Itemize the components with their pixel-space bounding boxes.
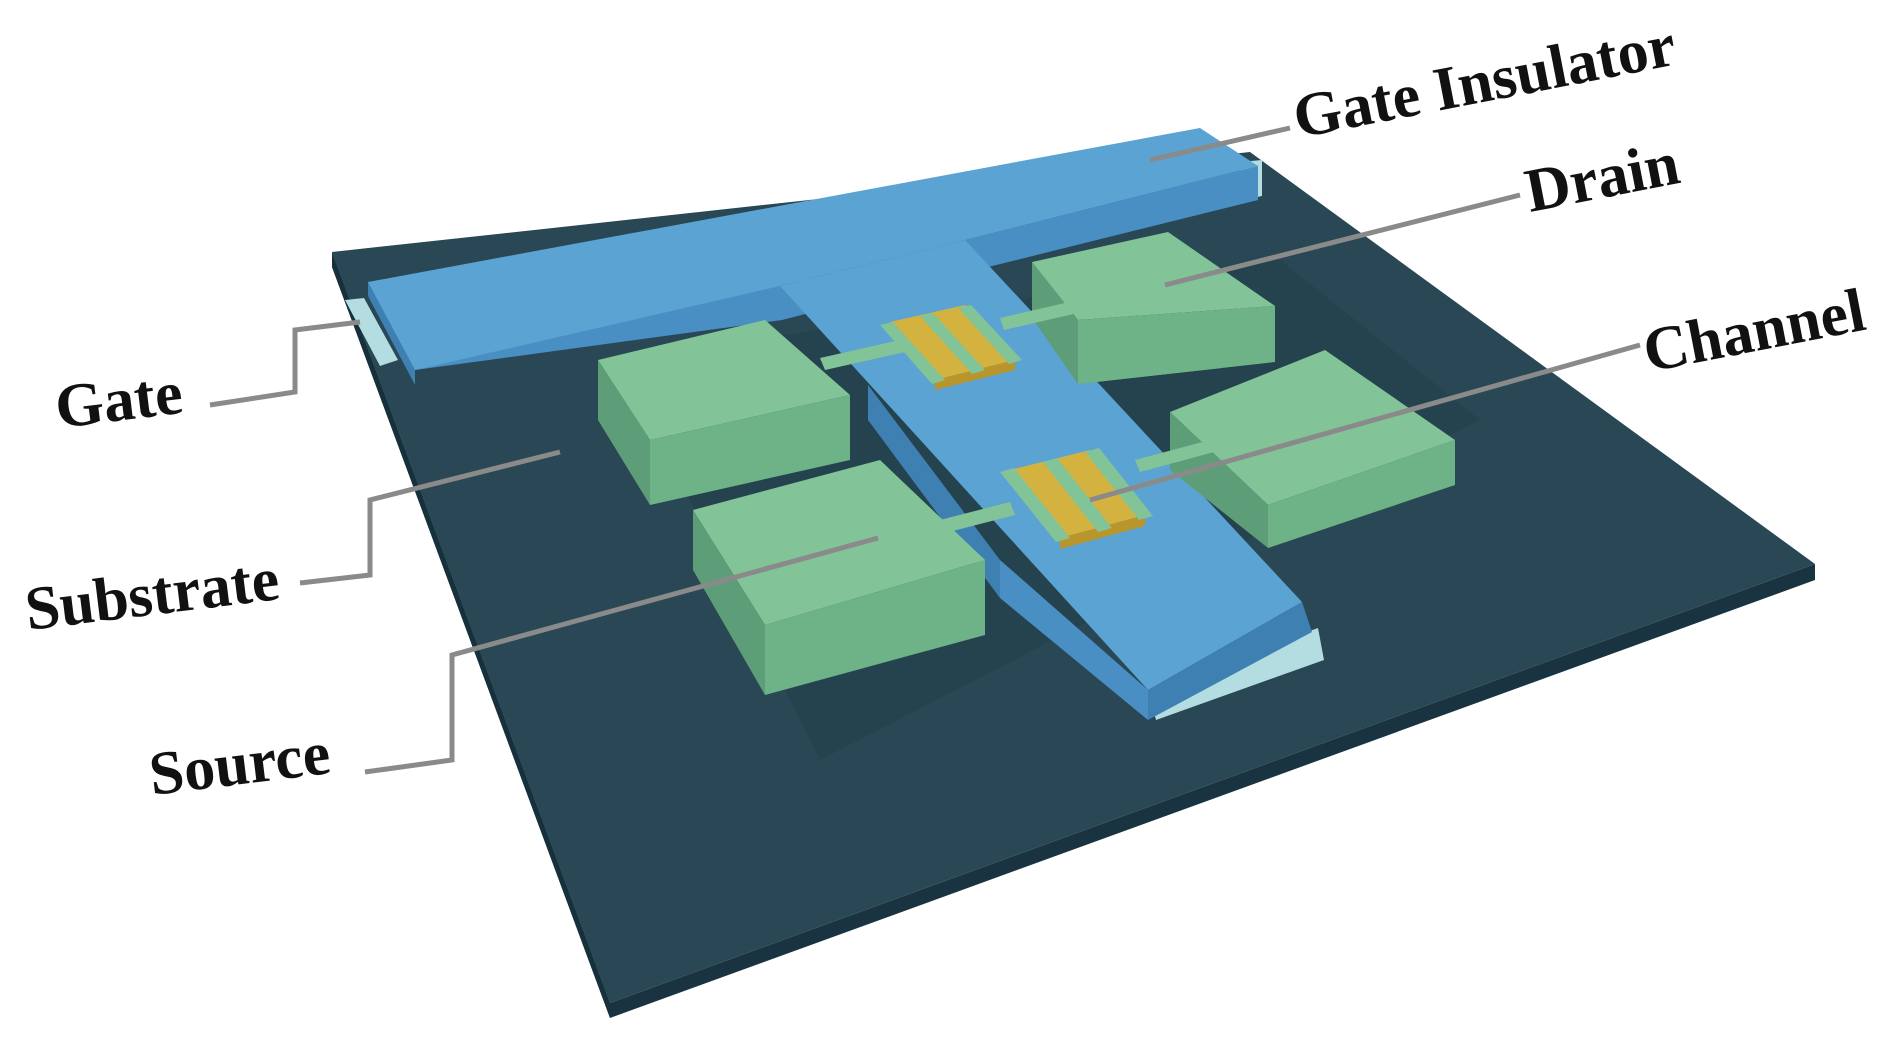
source-electrode-lower	[693, 460, 985, 695]
channel-upper-finger-2	[920, 313, 985, 374]
channel-lower-pad-side	[1060, 515, 1145, 549]
source-lower-top	[693, 460, 985, 625]
interconnect-lower-left	[940, 502, 1015, 533]
gate-insulator-bar-top	[368, 128, 1258, 370]
channel-leader	[1089, 342, 1641, 503]
gate-left-end	[345, 298, 398, 366]
source-label: Source	[145, 719, 333, 809]
leader-lines	[209, 125, 1641, 775]
gate-insulator-stem-front	[1000, 560, 1148, 720]
drain-electrode-upper	[1032, 232, 1275, 384]
gate-insulator-label: Gate Insulator	[1288, 11, 1681, 152]
interconnect-lower-right	[1135, 440, 1214, 472]
gate-leader	[209, 319, 361, 408]
interconnect-upper-right	[1000, 300, 1082, 330]
source-upper-front	[650, 395, 850, 505]
channel-lower	[1000, 448, 1153, 549]
gate-label: Gate	[51, 359, 186, 442]
drain-label: Drain	[1520, 129, 1685, 225]
channel-label: Channel	[1638, 276, 1871, 385]
gate-insulator-leader	[1149, 125, 1291, 163]
gate-insulator-stem-right	[1148, 602, 1312, 720]
drain-lower-front	[1268, 440, 1455, 548]
source-lower-front	[765, 560, 985, 695]
interconnect-upper-left	[820, 340, 905, 370]
channel-lower-finger-2	[1043, 458, 1112, 532]
source-lower-left	[693, 510, 765, 695]
source-upper-top	[598, 320, 850, 440]
source-electrode-upper	[598, 320, 850, 505]
channel-upper-pad-side	[935, 360, 1015, 390]
drain-upper-left	[1032, 262, 1078, 384]
drain-lower-top	[1170, 350, 1455, 505]
gate-insulator-bar-left	[368, 282, 415, 385]
interconnects	[820, 300, 1214, 533]
substrate-leader	[299, 449, 561, 586]
source-leader	[364, 535, 879, 775]
channel-upper-finger-1	[880, 322, 945, 384]
substrate-left-edge	[332, 252, 610, 1018]
drain-upper-front-face	[1078, 306, 1275, 384]
channel-lower-finger-3	[1085, 448, 1153, 520]
channel-upper-finger-3	[958, 305, 1022, 364]
source-upper-left	[598, 360, 650, 505]
channel-lower-finger-1	[1000, 468, 1070, 542]
gate-bottom-end	[1148, 628, 1324, 720]
drain-upper-top	[1032, 232, 1275, 320]
channel-upper	[880, 305, 1022, 390]
drain-leader	[1164, 192, 1521, 288]
substrate-label: Substrate	[21, 545, 282, 644]
